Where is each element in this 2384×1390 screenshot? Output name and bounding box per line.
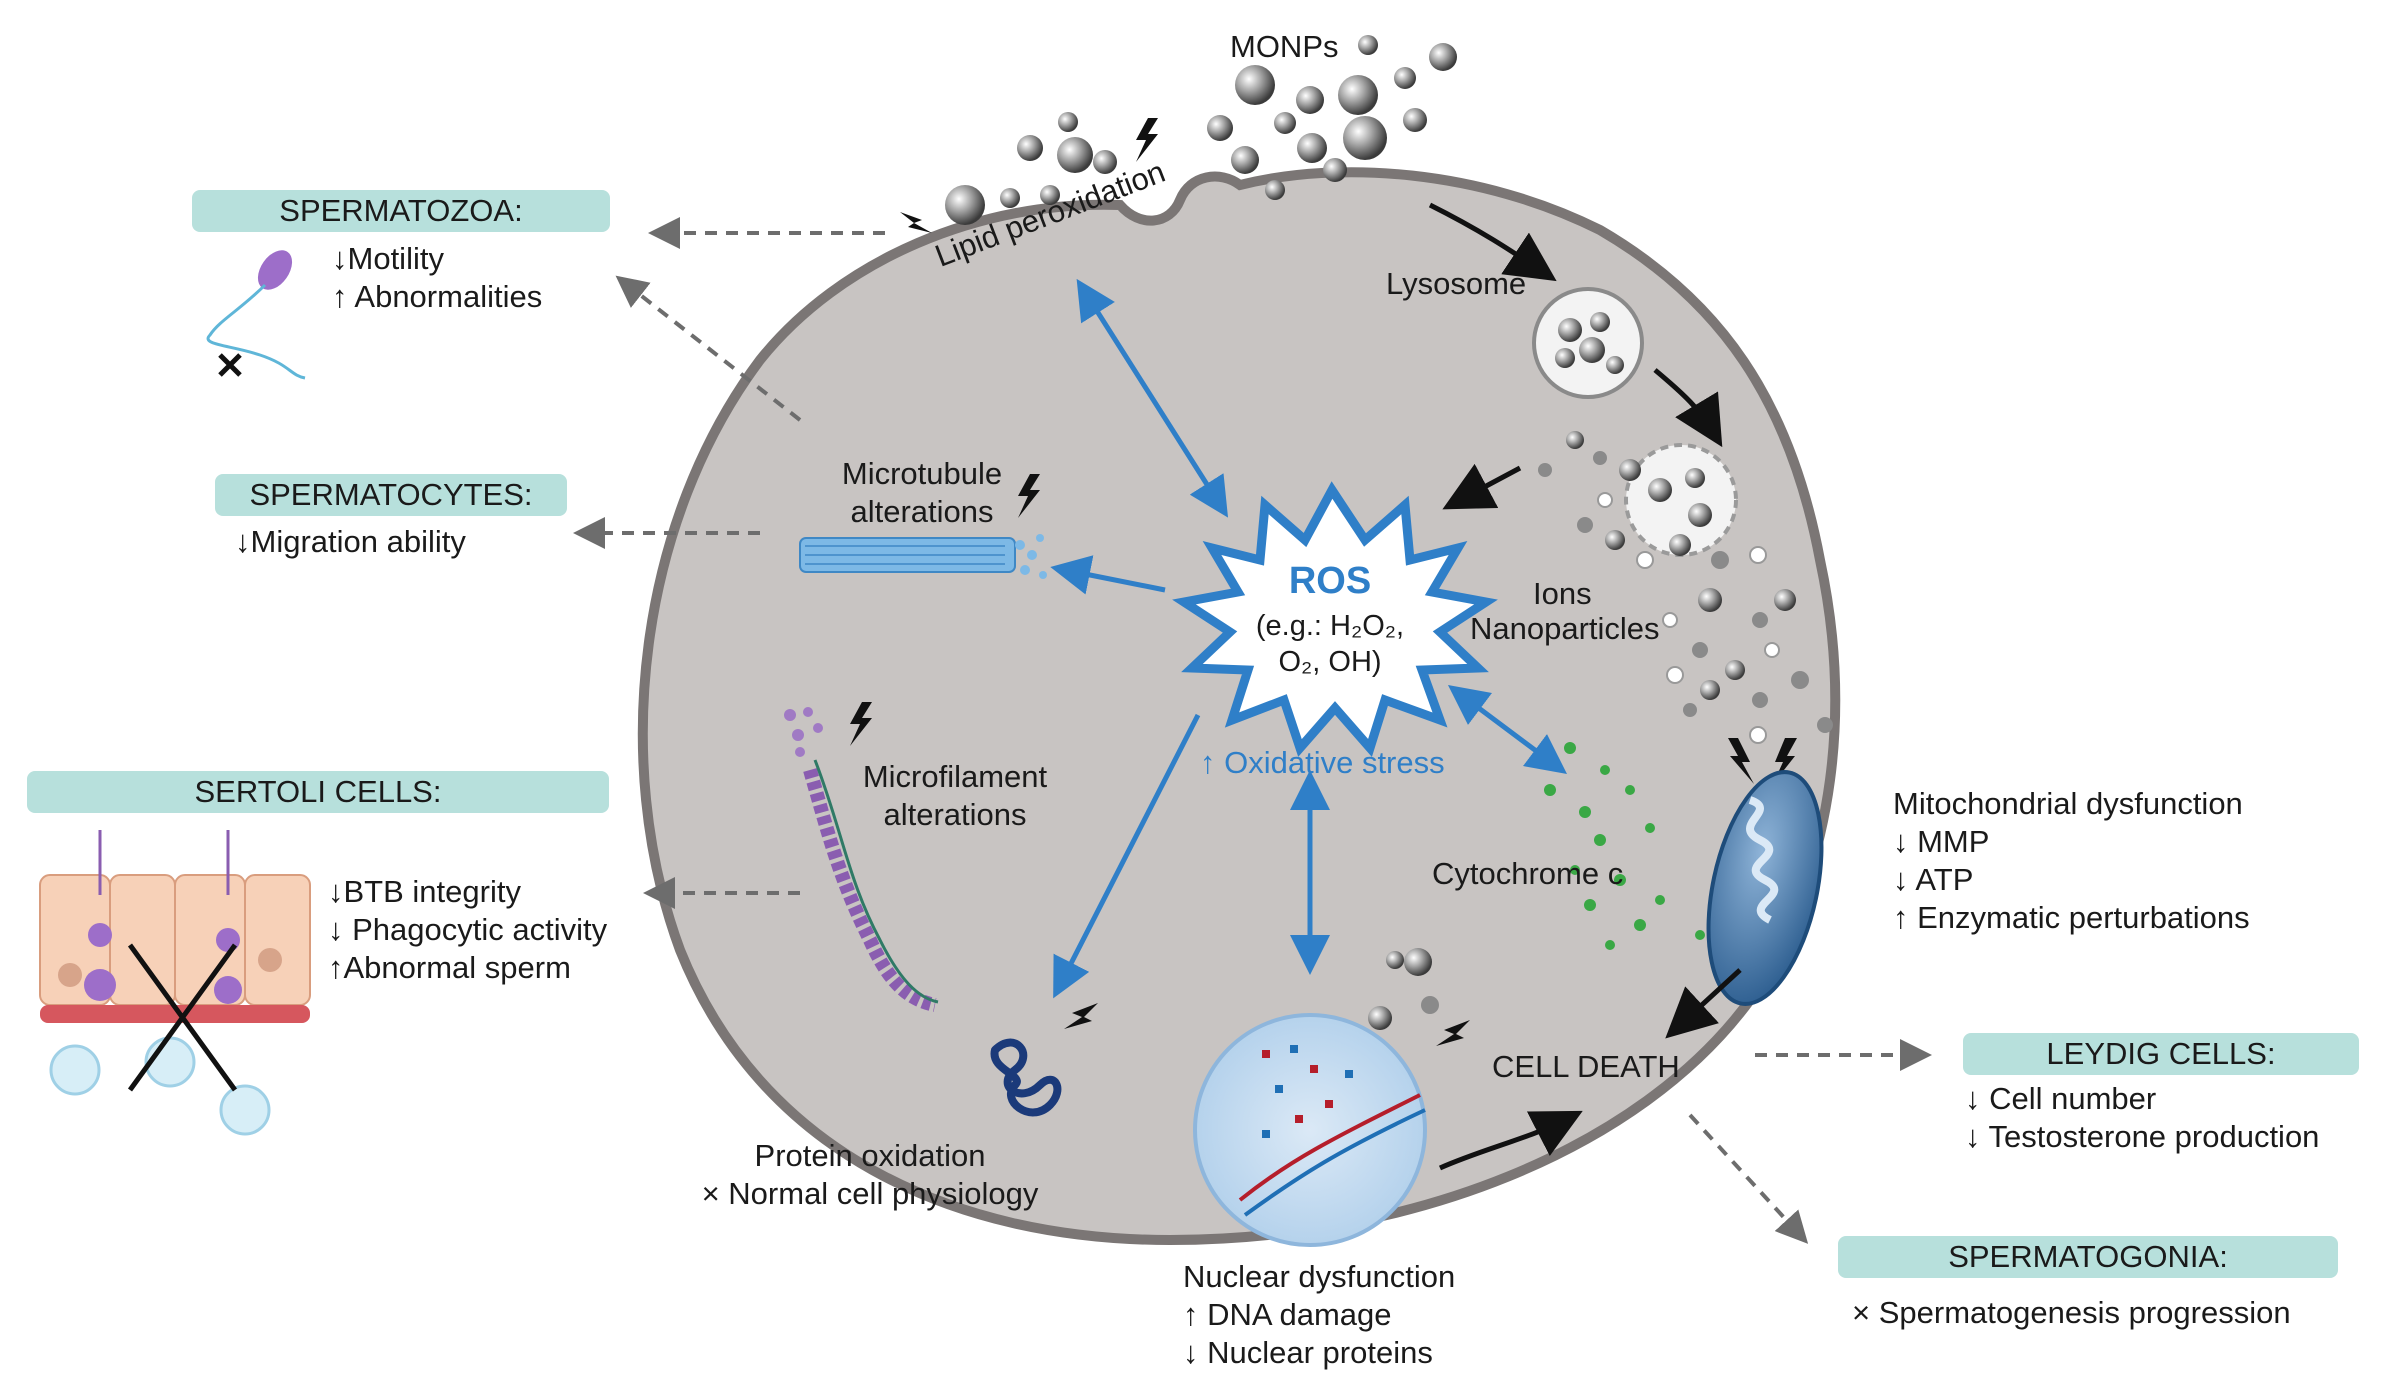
monps-label: MONPs bbox=[1230, 29, 1339, 64]
sertoli-item: ↑Abnormal sperm bbox=[328, 950, 571, 985]
protein-item: × Normal cell physiology bbox=[701, 1176, 1039, 1211]
spermatogonia-header: SPERMATOGONIA: bbox=[1838, 1236, 2338, 1278]
leydig-header: LEYDIG CELLS: bbox=[1963, 1033, 2359, 1075]
nanoparticles-cluster bbox=[945, 35, 1457, 225]
cytochrome-dots bbox=[1544, 742, 1705, 950]
ros-starburst bbox=[1172, 481, 1498, 758]
spermatocytes-item: ↓Migration ability bbox=[235, 524, 466, 559]
ros-line2: O₂, OH) bbox=[1278, 646, 1382, 678]
sperm-icon bbox=[206, 250, 306, 380]
nuclear-item: ↓ Nuclear proteins bbox=[1183, 1335, 1433, 1370]
nuclear-title: Nuclear dysfunction bbox=[1183, 1259, 1456, 1294]
protein-icon bbox=[990, 1038, 1062, 1117]
sertoli-item: ↓BTB integrity bbox=[328, 874, 521, 909]
microfilament-label: Microfilament alterations bbox=[845, 758, 1065, 834]
mito-title: Mitochondrial dysfunction bbox=[1893, 786, 2243, 821]
microtubule-label-line2: alterations bbox=[850, 494, 994, 529]
leydig-item: ↓ Cell number bbox=[1965, 1081, 2157, 1116]
ros-line1: (e.g.: H₂O₂, bbox=[1255, 610, 1405, 642]
sertoli-item: ↓ Phagocytic activity bbox=[328, 912, 608, 947]
black-arrows bbox=[1428, 202, 1742, 1171]
microfilament-icon bbox=[784, 707, 939, 1012]
spermatocytes-list: ↓Migration ability bbox=[235, 523, 466, 561]
cell-death-label: CELL DEATH bbox=[1492, 1049, 1680, 1084]
mitochondrial-dysfunction-list: Mitochondrial dysfunction ↓ MMP ↓ ATP ↑ … bbox=[1893, 785, 2250, 937]
microtubule-label: Microtubule alterations bbox=[822, 455, 1022, 531]
microfilament-label-line2: alterations bbox=[883, 797, 1027, 832]
spermatozoa-item: ↓Motility bbox=[332, 241, 444, 276]
gray-dashed-arrows bbox=[573, 217, 1932, 1244]
spermatogonia-list: × Spermatogenesis progression bbox=[1852, 1294, 2291, 1332]
ions-particles bbox=[1538, 431, 1833, 744]
mito-item: ↓ ATP bbox=[1893, 862, 1974, 897]
microtubule-label-line1: Microtubule bbox=[841, 456, 1003, 491]
leydig-item: ↓ Testosterone production bbox=[1965, 1119, 2320, 1154]
microfilament-label-line1: Microfilament bbox=[862, 759, 1048, 794]
ions-label: Ions bbox=[1533, 576, 1592, 611]
mito-item: ↑ Enzymatic perturbations bbox=[1893, 900, 2250, 935]
ros-title: ROS bbox=[1288, 560, 1372, 602]
nuclear-item: ↑ DNA damage bbox=[1183, 1297, 1392, 1332]
sertoli-illustration bbox=[39, 830, 311, 1136]
ros-subtitle: (e.g.: H₂O₂, O₂, OH) bbox=[1220, 608, 1440, 680]
nucleus-icon bbox=[1193, 948, 1439, 1247]
blue-arrows bbox=[1050, 278, 1568, 999]
oxidative-stress-label: ↑ Oxidative stress bbox=[1200, 745, 1445, 780]
mitochondrion-icon bbox=[1706, 770, 1824, 1006]
mito-item: ↓ MMP bbox=[1893, 824, 1990, 859]
spermatozoa-list: ↓Motility ↑ Abnormalities bbox=[332, 240, 542, 316]
lysosome-label: Lysosome bbox=[1386, 266, 1527, 301]
sertoli-list: ↓BTB integrity ↓ Phagocytic activity ↑Ab… bbox=[328, 873, 607, 987]
nuclear-dysfunction-list: Nuclear dysfunction ↑ DNA damage ↓ Nucle… bbox=[1183, 1258, 1455, 1372]
protein-title: Protein oxidation bbox=[754, 1138, 986, 1173]
microtubule-icon bbox=[799, 534, 1047, 579]
lysosome-icon bbox=[1532, 287, 1738, 557]
spermatogonia-item: × Spermatogenesis progression bbox=[1852, 1295, 2291, 1330]
leydig-list: ↓ Cell number ↓ Testosterone production bbox=[1965, 1080, 2319, 1156]
protein-oxidation-list: Protein oxidation × Normal cell physiolo… bbox=[680, 1137, 1060, 1213]
spermatocytes-header: SPERMATOCYTES: bbox=[215, 474, 567, 516]
sertoli-header: SERTOLI CELLS: bbox=[27, 771, 609, 813]
spermatozoa-item: ↑ Abnormalities bbox=[332, 279, 543, 314]
cytochrome-c-label: Cytochrome c bbox=[1432, 856, 1624, 891]
nanoparticles-label: Nanoparticles bbox=[1470, 611, 1660, 646]
spermatozoa-header: SPERMATOZOA: bbox=[192, 190, 610, 232]
